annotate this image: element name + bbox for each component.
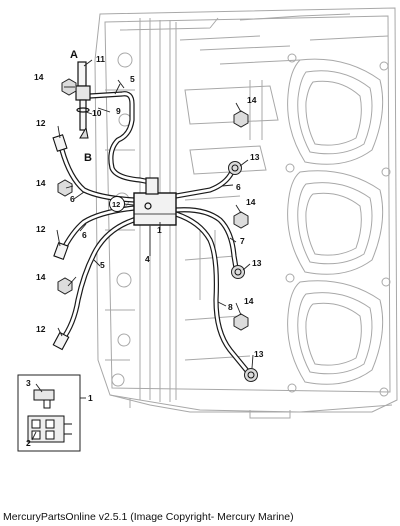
callout-13-c: 13 <box>254 349 264 359</box>
callout-1-bottom: 1 <box>88 393 93 403</box>
inset-parts-box <box>17 374 81 452</box>
callout-2: 2 <box>26 438 31 448</box>
mounting-bolts <box>57 78 249 331</box>
callout-3: 3 <box>26 378 31 388</box>
callout-6-left-a: 6 <box>70 194 75 204</box>
callout-12-b: 12 <box>36 224 46 234</box>
engine-block-outline <box>94 7 398 419</box>
elbow-fittings <box>228 161 258 382</box>
callout-6-right: 6 <box>236 182 241 192</box>
hose-end-fittings <box>52 134 70 351</box>
callout-13-b: 13 <box>252 258 262 268</box>
callout-14-left-1: 14 <box>34 72 44 82</box>
callout-letter-a: A <box>70 49 78 61</box>
callout-5-top: 5 <box>130 74 135 84</box>
callout-12-a: 12 <box>36 118 46 128</box>
callout-5-bottom: 5 <box>100 260 105 270</box>
callout-12-c: 12 <box>36 324 46 334</box>
circled-callout-12 <box>109 196 125 212</box>
copyright-caption: MercuryPartsOnline v2.5.1 (Image Copyrig… <box>3 511 294 523</box>
hose-network <box>59 91 251 375</box>
callout-14-right-3: 14 <box>244 296 254 306</box>
cylinder-bores <box>287 58 384 385</box>
callout-letter-b: B <box>84 152 92 164</box>
callout-14-left-3: 14 <box>36 272 46 282</box>
callout-9: 9 <box>116 106 121 116</box>
fitting-assembly-a-b <box>75 61 91 139</box>
callout-13-a: 13 <box>250 152 260 162</box>
callout-10: 10 <box>92 108 102 118</box>
callout-4: 4 <box>145 254 150 264</box>
callout-14-right-1: 14 <box>247 95 257 105</box>
leader-lines <box>31 59 254 441</box>
callout-1-top: 1 <box>157 225 162 235</box>
callout-14-right-2: 14 <box>246 197 256 207</box>
callout-7: 7 <box>240 236 245 246</box>
callout-6-left-b: 6 <box>82 230 87 240</box>
fuel-distribution-manifold <box>133 177 177 226</box>
callout-8: 8 <box>228 302 233 312</box>
callout-11: 11 <box>96 54 105 64</box>
callout-labels: A B 11 5 9 10 14 12 14 6 12 6 14 5 12 12… <box>26 49 264 448</box>
callout-12-circled: 12 <box>112 200 120 209</box>
callout-14-left-2: 14 <box>36 178 46 188</box>
